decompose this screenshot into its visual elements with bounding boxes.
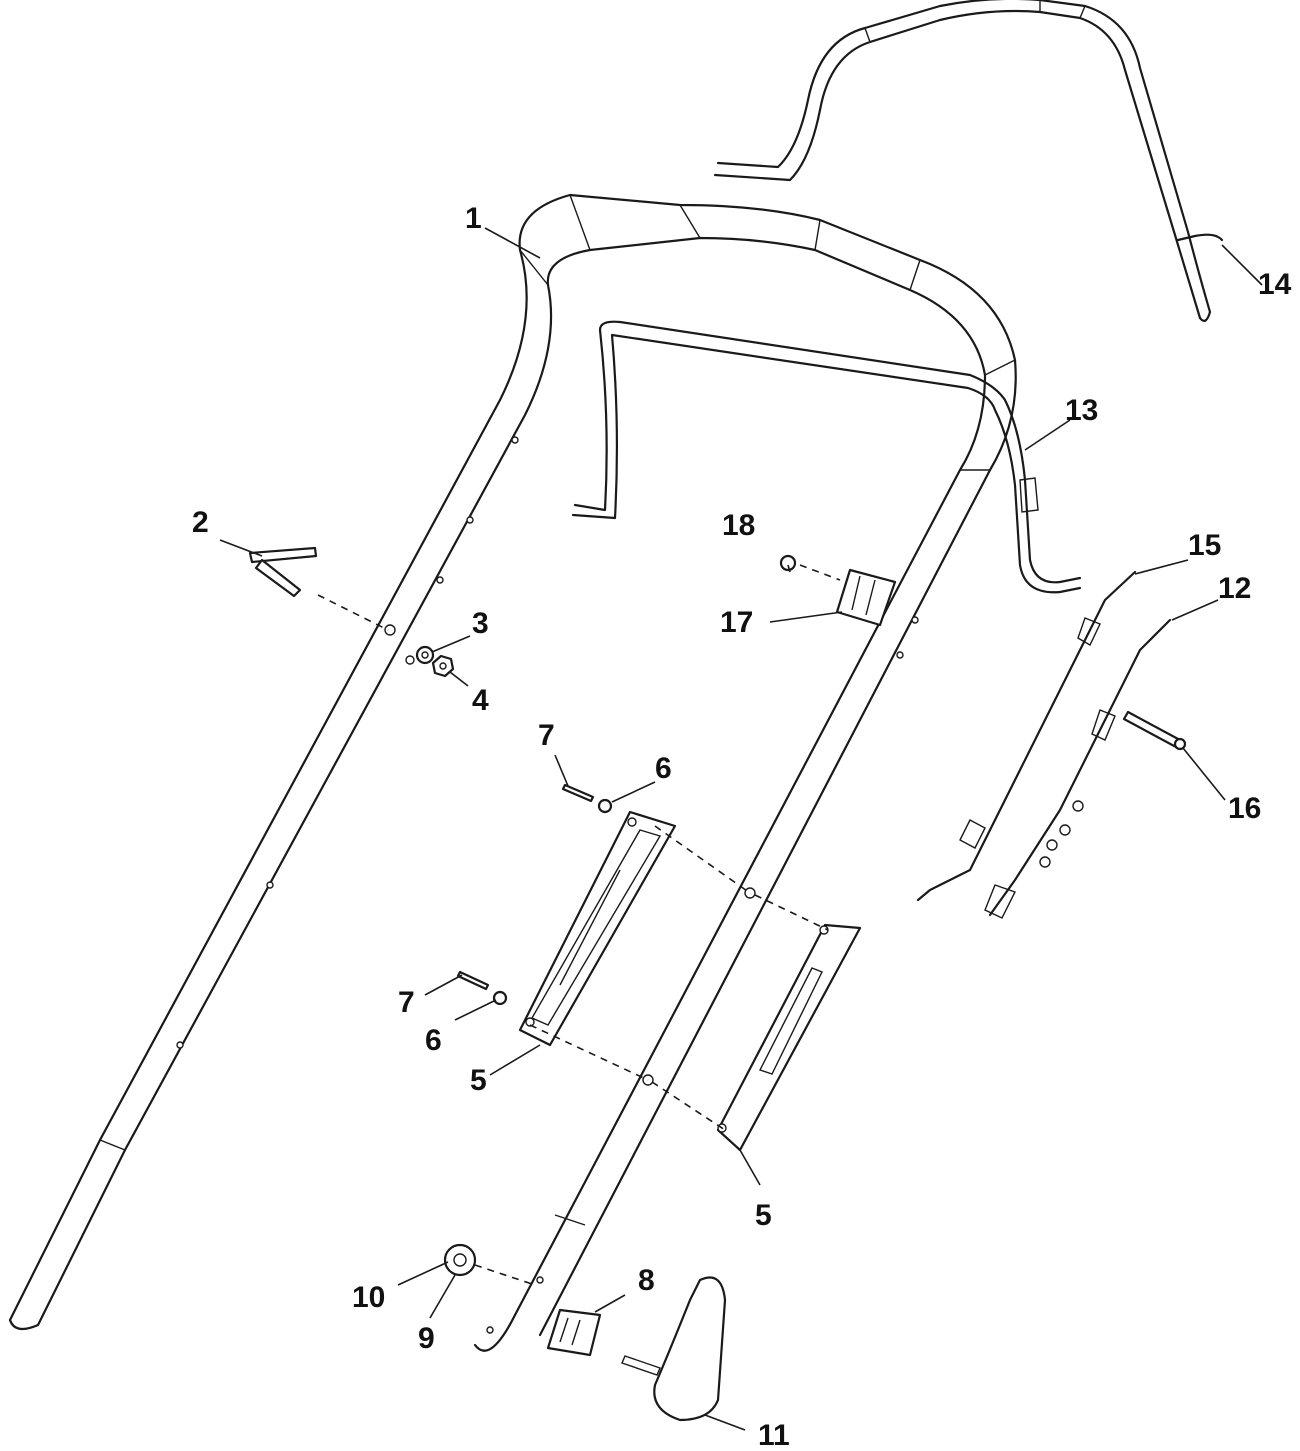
left-mounting-bracket xyxy=(518,810,677,1047)
callout-5-right: 5 xyxy=(755,1199,772,1232)
washer xyxy=(415,645,435,665)
callout-8: 8 xyxy=(638,1264,655,1297)
washer-lower xyxy=(492,990,508,1006)
callout-14: 14 xyxy=(1258,268,1292,301)
callout-15: 15 xyxy=(1188,529,1221,562)
callout-1: 1 xyxy=(465,202,482,235)
nut xyxy=(431,654,455,678)
callout-13: 13 xyxy=(1065,394,1098,427)
pin xyxy=(1122,710,1187,751)
callout-16: 16 xyxy=(1228,792,1261,825)
callout-9: 9 xyxy=(418,1322,435,1355)
drive-cable xyxy=(984,618,1172,919)
cable-guide xyxy=(546,1308,602,1357)
leader-lines xyxy=(219,227,1263,1431)
washer-upper xyxy=(597,798,613,814)
o-rings xyxy=(1039,800,1084,868)
handle-lever xyxy=(621,1276,727,1422)
callout-3: 3 xyxy=(472,607,489,640)
callout-6-upper: 6 xyxy=(655,752,672,785)
upper-handle-bar xyxy=(713,0,1224,322)
callout-12: 12 xyxy=(1218,572,1251,605)
callout-17: 17 xyxy=(720,606,753,639)
screw-upper xyxy=(561,783,595,803)
callout-7-upper: 7 xyxy=(538,719,555,752)
callout-6-lower: 6 xyxy=(425,1024,442,1057)
control-cable xyxy=(916,570,1137,902)
callout-5-left: 5 xyxy=(470,1064,487,1097)
right-mounting-bracket xyxy=(716,923,862,1152)
clip-nut xyxy=(779,554,797,572)
callout-labels: 1 2 3 4 7 6 7 6 5 5 18 17 13 14 15 12 16… xyxy=(192,202,1292,1451)
callout-4: 4 xyxy=(472,684,489,717)
assembly-lines xyxy=(317,564,841,1286)
screw-lower xyxy=(456,970,490,991)
callout-10: 10 xyxy=(352,1281,385,1314)
callout-18: 18 xyxy=(722,509,755,542)
main-handle xyxy=(8,193,1017,1352)
bolt xyxy=(248,546,318,598)
callout-7-lower: 7 xyxy=(398,986,415,1019)
adjustment-knob xyxy=(443,1243,477,1277)
control-bail xyxy=(571,320,1082,594)
callout-11: 11 xyxy=(758,1419,790,1451)
cable-clip xyxy=(835,568,897,627)
callout-2: 2 xyxy=(192,506,209,539)
